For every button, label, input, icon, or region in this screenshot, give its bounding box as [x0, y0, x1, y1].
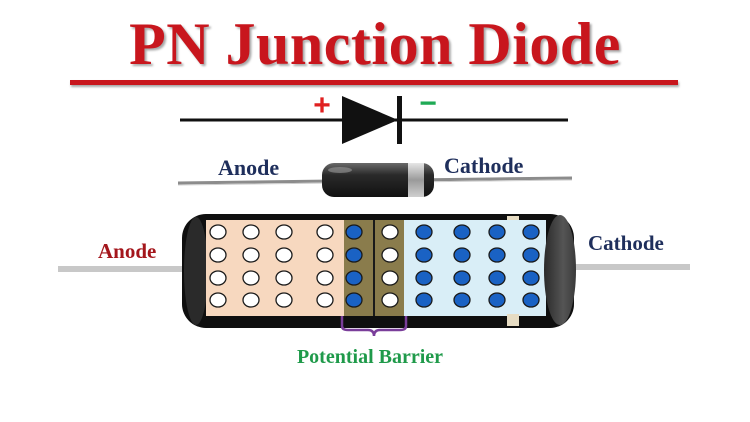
page-title: PN Junction Diode — [129, 11, 621, 77]
hole-dot — [275, 224, 293, 240]
electron-dot — [488, 292, 506, 308]
hole-dot — [209, 270, 227, 286]
hole-dot — [275, 247, 293, 263]
charge-carriers — [209, 224, 540, 308]
hole-dot — [316, 270, 334, 286]
electron-dot — [488, 224, 506, 240]
hole-dot — [209, 247, 227, 263]
hole-dot — [209, 224, 227, 240]
depletion-hole-dot — [381, 247, 399, 263]
electron-dot — [415, 224, 433, 240]
electron-dot — [453, 247, 471, 263]
hole-dot — [275, 292, 293, 308]
package-cathode-label: Cathode — [444, 153, 524, 178]
hole-dot — [316, 247, 334, 263]
electron-dot — [415, 247, 433, 263]
electron-dot — [415, 292, 433, 308]
cross-section-cathode-label: Cathode — [588, 231, 664, 255]
plus-sign: + — [313, 89, 331, 122]
hole-dot — [275, 270, 293, 286]
electron-dot — [453, 224, 471, 240]
title-underline — [70, 80, 678, 85]
hole-dot — [242, 292, 260, 308]
depletion-electron-dot — [345, 247, 363, 263]
electron-dot — [453, 270, 471, 286]
depletion-hole-dot — [381, 270, 399, 286]
electron-dot — [522, 247, 540, 263]
electron-dot — [522, 292, 540, 308]
minus-sign: − — [419, 87, 437, 120]
electron-dot — [522, 270, 540, 286]
diode-symbol-icon — [180, 96, 568, 144]
electron-dot — [453, 292, 471, 308]
cross-section-anode-label: Anode — [98, 239, 156, 263]
hole-dot — [242, 247, 260, 263]
potential-barrier-label: Potential Barrier — [297, 346, 443, 368]
electron-dot — [488, 270, 506, 286]
hole-dot — [242, 224, 260, 240]
depletion-electron-dot — [345, 292, 363, 308]
electron-dot — [488, 247, 506, 263]
diode-package-icon — [177, 163, 573, 197]
electron-dot — [522, 224, 540, 240]
hole-dot — [242, 270, 260, 286]
electron-dot — [415, 270, 433, 286]
package-anode-label: Anode — [218, 155, 279, 180]
depletion-electron-dot — [345, 270, 363, 286]
hole-dot — [316, 224, 334, 240]
depletion-hole-dot — [381, 224, 399, 240]
hole-dot — [209, 292, 227, 308]
depletion-electron-dot — [345, 224, 363, 240]
pn-junction-cross-section-icon — [58, 214, 690, 337]
hole-dot — [316, 292, 334, 308]
depletion-hole-dot — [381, 292, 399, 308]
